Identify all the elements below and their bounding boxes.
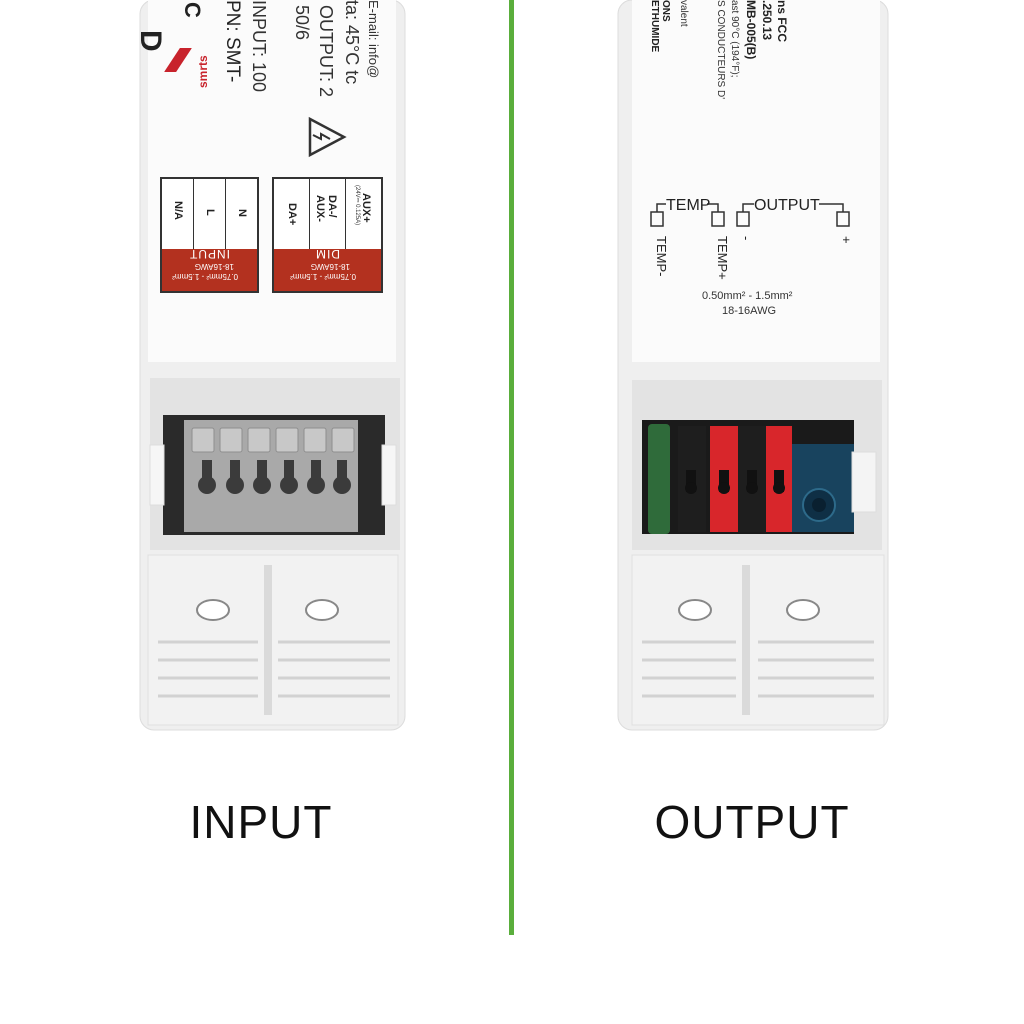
wiring-schematic (650, 203, 850, 227)
regulatory-text-8: ETHUMIDE (649, 0, 660, 53)
output-line: OUTPUT: 2 (316, 5, 336, 98)
input-driver-panel: smrts D C PN: SMT- INPUT: 100 50/6 OUTPU… (0, 0, 509, 1024)
output-driver-illustration (617, 0, 889, 731)
output-awg: 18-16AWG (722, 305, 777, 317)
output-wire-spec: 0.50mm² - 1.5mm² (702, 290, 793, 302)
input-voltage-line: INPUT: 100 (249, 0, 269, 93)
regulatory-text-4: ast 90°C (194°F); (729, 0, 740, 78)
pn-line: PN: SMT- (222, 0, 243, 83)
input-red-band: 0.75mm² - 1.5mm² 18-16AWG INPUT (162, 247, 257, 291)
temp-plus-label: TEMP+ (715, 236, 730, 280)
strain-relief (147, 554, 399, 726)
label-sticker (632, 0, 880, 362)
green-board (648, 424, 670, 534)
output-caption: OUTPUT (654, 796, 850, 848)
input-title: INPUT (189, 247, 230, 261)
regulatory-text-1: ns FCC (775, 0, 789, 42)
input-driver-illustration (139, 0, 406, 731)
input-terminal-table: N/A L N 0.75mm² - 1.5mm² 18-16AWG INPUT (160, 177, 259, 293)
warning-triangle-icon (308, 116, 347, 158)
regulatory-text-2: .250.13 (760, 0, 774, 41)
ta-line: ta: 45°C tc (342, 0, 362, 85)
output-group-label: OUTPUT (754, 197, 820, 214)
dim-wire-spec: 0.75mm² - 1.5mm² (290, 272, 356, 281)
terminal-label-l: L (204, 209, 216, 216)
regulatory-text-7: ONS (660, 0, 671, 22)
heading-c: C (180, 2, 205, 18)
smrts-logo (166, 44, 196, 78)
dim-awg: 18-16AWG (310, 262, 350, 271)
green-divider (509, 0, 514, 935)
heading-d: D (134, 30, 167, 52)
regulatory-text-6: valent (678, 0, 689, 27)
dim-red-band: 0.75mm² - 1.5mm² 18-16AWG DIM (274, 247, 381, 291)
output-driver-panel: ns FCC .250.13 MB-005(B) ast 90°C (194°F… (514, 0, 1024, 1024)
frequency-line: 50/6 (292, 5, 312, 41)
terminal-label-aux-plus: AUX+ (360, 193, 372, 223)
input-caption: INPUT (189, 796, 333, 848)
temp-minus-label: TEMP- (654, 236, 669, 277)
email-line: E-mail: info@ (366, 0, 381, 79)
terminal-label-da-plus: DA+ (286, 203, 298, 226)
terminal-label-n: N (236, 209, 248, 217)
strain-relief (631, 554, 885, 726)
terminal-label-na: N/A (172, 201, 184, 220)
input-wire-spec: 0.75mm² - 1.5mm² (172, 272, 238, 281)
dim-title: DIM (315, 247, 340, 261)
brand-name: smrts (196, 55, 210, 88)
temp-group-label: TEMP (666, 197, 711, 214)
regulatory-text-5: S CONDUCTEURS D' (715, 0, 726, 100)
aux-rating-note: (24V⎓ 0.125A) (354, 185, 360, 226)
dim-terminal-table: DA+ DA-/ AUX- AUX+ (24V⎓ 0.125A) 0.75mm²… (272, 177, 383, 293)
terminal-label-da-minus: DA-/ AUX- (314, 195, 338, 222)
input-awg: 18-16AWG (194, 262, 234, 271)
out-plus-label: + (839, 236, 854, 244)
out-minus-label: - (739, 236, 754, 241)
regulatory-text-3: MB-005(B) (744, 0, 758, 60)
